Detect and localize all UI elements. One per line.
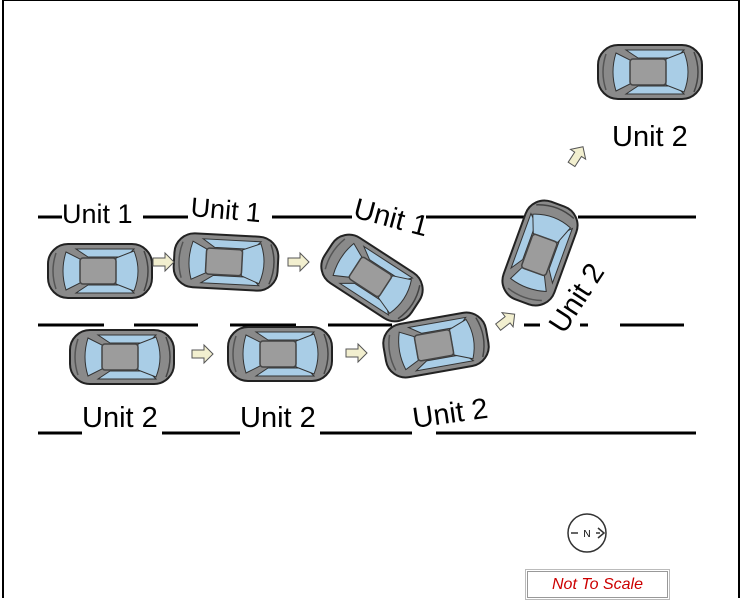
unit2-car-position-5 <box>597 44 703 100</box>
arrow-icon <box>345 343 368 363</box>
unit2-car-position-2 <box>227 326 333 382</box>
unit2-car-position-1 <box>69 329 175 385</box>
scale-note: Not To Scale <box>551 575 643 593</box>
arrow-icon <box>191 344 214 364</box>
north-label: N <box>583 529 590 540</box>
scale-note-box: Not To Scale <box>525 569 670 600</box>
label-unit2-e: Unit 2 <box>612 121 688 153</box>
arrow-icon <box>287 252 310 272</box>
arrow-icon <box>492 306 521 335</box>
label-unit2-a: Unit 2 <box>82 402 158 434</box>
label-unit1-c: Unit 1 <box>350 193 431 244</box>
unit1-car-position-2 <box>171 231 281 293</box>
label-unit1-b: Unit 1 <box>189 192 262 228</box>
unit1-car-position-3 <box>312 226 432 330</box>
arrow-icon <box>152 252 175 272</box>
north-arrow-icon: N <box>567 513 607 553</box>
label-unit2-c: Unit 2 <box>411 393 490 435</box>
label-unit1-a: Unit 1 <box>62 199 133 229</box>
label-unit2-b: Unit 2 <box>240 402 316 434</box>
unit1-car-position-1 <box>47 243 153 299</box>
arrow-icon <box>563 141 592 170</box>
